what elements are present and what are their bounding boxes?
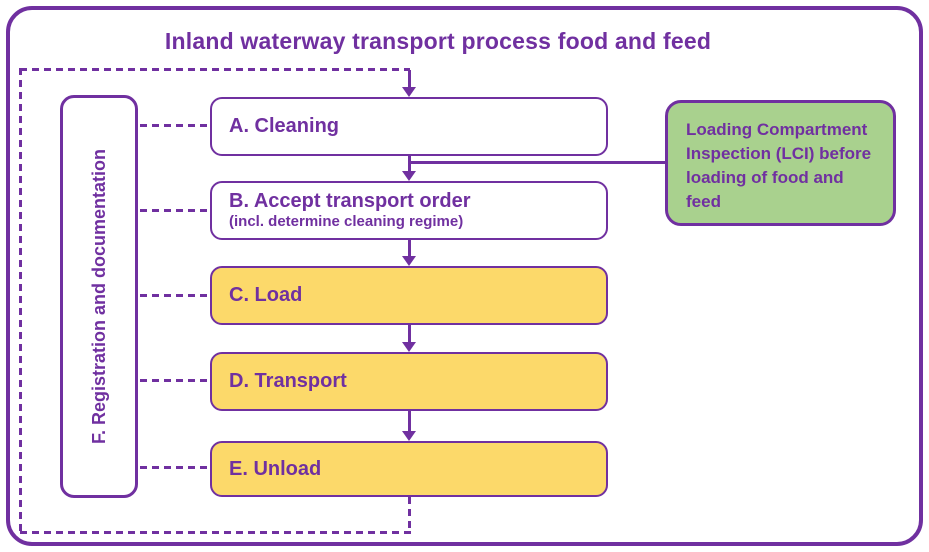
process-box-accept-order: B. Accept transport order (incl. determi… xyxy=(210,181,608,240)
lci-callout-text: Loading Compartment Inspection (LCI) bef… xyxy=(686,120,872,211)
page-title: Inland waterway transport process food a… xyxy=(164,28,712,54)
registration-box: F. Registration and documentation xyxy=(60,95,138,498)
connector-f-to-e xyxy=(140,466,210,469)
arrow-d-to-e-icon xyxy=(402,431,416,441)
feedback-loop-unload-drop-line xyxy=(408,497,411,534)
connector-to-lci-callout xyxy=(409,161,665,164)
arrow-a-to-b-icon xyxy=(402,171,416,181)
process-box-transport-label: D. Transport xyxy=(229,370,347,392)
process-box-cleaning-label: A. Cleaning xyxy=(229,115,340,137)
arrow-b-to-c-shaft xyxy=(408,239,411,257)
lci-callout-box: Loading Compartment Inspection (LCI) bef… xyxy=(665,100,896,226)
process-box-unload: E. Unload xyxy=(210,441,608,497)
connector-f-to-a xyxy=(140,124,210,127)
feedback-loop-top-line xyxy=(20,68,410,71)
process-box-unload-label: E. Unload xyxy=(229,457,322,480)
registration-box-label: F. Registration and documentation xyxy=(88,148,109,444)
arrow-c-to-d-shaft xyxy=(408,324,411,343)
process-box-load-label: C. Load xyxy=(229,284,303,306)
arrow-c-to-d-icon xyxy=(402,342,416,352)
arrow-b-to-c-icon xyxy=(402,256,416,266)
process-box-accept-order-label: B. Accept transport order xyxy=(229,190,471,212)
diagram-frame xyxy=(6,6,923,546)
process-box-load: C. Load xyxy=(210,266,608,325)
connector-f-to-c xyxy=(140,294,210,297)
process-box-transport: D. Transport xyxy=(210,352,608,411)
feedback-loop-left-line xyxy=(19,68,22,534)
arrow-loop-to-cleaning-icon xyxy=(402,87,416,97)
process-box-cleaning: A. Cleaning xyxy=(210,97,608,156)
arrow-d-to-e-shaft xyxy=(408,410,411,432)
process-box-accept-order-sublabel: (incl. determine cleaning regime) xyxy=(229,213,464,230)
connector-f-to-b xyxy=(140,209,210,212)
connector-f-to-d xyxy=(140,379,210,382)
feedback-loop-bottom-line xyxy=(20,531,411,534)
arrow-loop-to-cleaning-shaft xyxy=(408,70,411,87)
